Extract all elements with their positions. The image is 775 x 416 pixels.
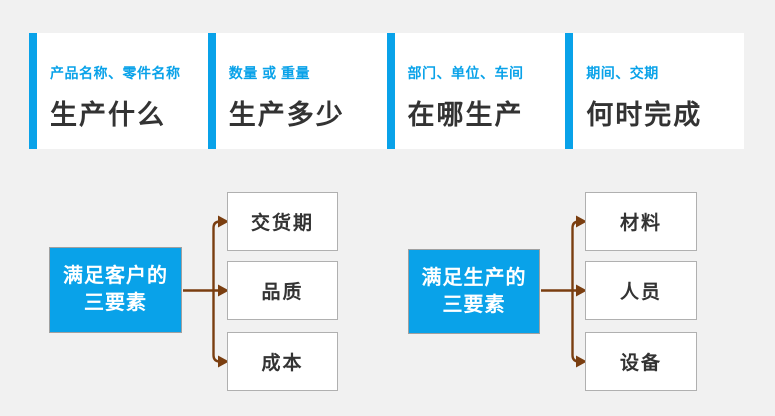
source-box-production-essentials: 满足生产的 三要素 [408,249,540,334]
source-label-line1: 满足生产的 [421,266,527,289]
target-box-material: 材料 [585,192,697,251]
connector-lines-right [541,220,580,363]
target-box-quality: 品质 [227,261,338,320]
card-subtitle: 产品名称、零件名称 [50,65,181,81]
target-box-label: 人员 [619,282,662,303]
target-box-personnel: 人员 [585,261,697,320]
source-label-line2: 三要素 [84,292,147,314]
card-subtitle: 部门、单位、车间 [407,65,524,81]
card-title: 在哪生产 [407,100,524,130]
source-label-line1: 满足客户的 [63,265,168,287]
connector-lines-left [183,220,221,363]
target-box-label: 品质 [261,282,304,303]
connector-line [571,290,580,363]
target-box-label: 成本 [261,353,304,374]
banner-card-howmuch: 数量 或 重量 生产多少 [207,33,387,149]
banner-card-where: 部门、单位、车间 在哪生产 [386,33,566,149]
target-box-delivery: 交货期 [227,192,338,251]
connector-line [571,220,580,291]
source-label-line2: 三要素 [442,293,506,316]
banner-card-when: 期间、交期 何时完成 [565,33,744,149]
target-box-equipment: 设备 [585,332,697,391]
connector-line [212,220,221,291]
source-box-customer-essentials: 满足客户的 三要素 [49,247,182,333]
source-box-label: 满足生产的 三要素 [422,265,527,319]
top-banner: 产品名称、零件名称 生产什么 数量 或 重量 生产多少 部门、单位、车间 在哪生… [29,33,744,149]
card-title: 生产什么 [50,100,166,130]
target-box-label: 交货期 [250,213,314,234]
target-box-label: 材料 [619,213,662,234]
target-box-label: 设备 [619,353,662,374]
card-subtitle: 数量 或 重量 [228,65,311,81]
banner-card-what: 产品名称、零件名称 生产什么 [29,33,208,149]
card-subtitle: 期间、交期 [586,65,659,81]
target-box-cost: 成本 [227,332,338,391]
card-title: 生产多少 [228,100,345,130]
card-title: 何时完成 [586,100,703,130]
source-box-label: 满足客户的 三要素 [63,263,168,317]
connector-line [212,290,221,363]
